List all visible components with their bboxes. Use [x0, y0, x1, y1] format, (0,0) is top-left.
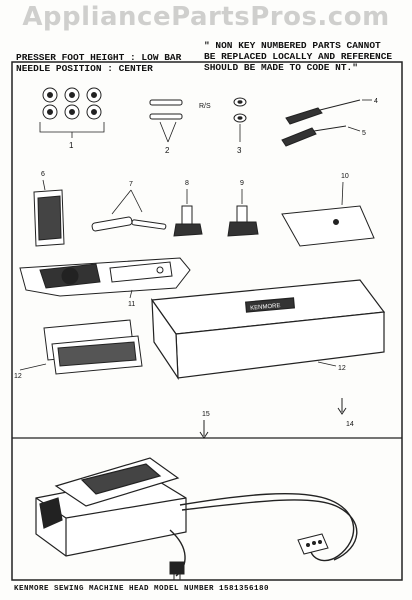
zipper-foot-illustration [173, 205, 203, 237]
presser-foot-illustration [227, 205, 259, 237]
leader-6 [42, 179, 46, 191]
callout-8: 8 [185, 180, 189, 187]
note-line-1: " NON KEY NUMBERED PARTS CANNOT [204, 40, 381, 51]
watermark: AppliancePartsPros.com [22, 2, 390, 32]
callout-4: 4 [374, 98, 378, 105]
bobbins-illustration [42, 87, 102, 120]
callout-10: 10 [341, 173, 349, 180]
power-cord-illustration [169, 492, 358, 577]
footer-model-line: KENMORE SEWING MACHINE HEAD MODEL NUMBER… [14, 585, 270, 593]
leader-11 [129, 289, 133, 299]
leader-7 [111, 189, 143, 215]
plug-illustration [169, 561, 185, 580]
leader-5 [347, 126, 361, 132]
callout-12a: 12 [14, 373, 22, 380]
callout-6: 6 [41, 171, 45, 178]
presser-foot-info: PRESSER FOOT HEIGHT : LOW BAR NEEDLE POS… [16, 52, 181, 74]
replacement-note: " NON KEY NUMBERED PARTS CANNOT BE REPLA… [204, 40, 392, 73]
cover-plate-illustration [281, 205, 375, 247]
leader-2 [159, 121, 177, 143]
spool-holders-illustration [233, 97, 247, 123]
callout-14: 14 [346, 421, 354, 428]
callout-9: 9 [240, 180, 244, 187]
callout-11: 11 [128, 301, 135, 308]
bracket-1 [39, 122, 105, 138]
diagram-border [11, 61, 403, 581]
callout-5: 5 [362, 130, 366, 137]
callout-7: 7 [129, 181, 133, 188]
leader-12a [19, 363, 47, 371]
buttonhole-attachment-illustration [19, 257, 191, 297]
needle-pack-illustration [33, 189, 65, 247]
spool-pins-illustration [149, 99, 183, 120]
foot-control-illustration [35, 457, 187, 557]
note-line-3: SHOULD BE MADE TO CODE NT." [204, 62, 358, 73]
presser-foot-height-line: PRESSER FOOT HEIGHT : LOW BAR [16, 52, 182, 63]
leader-12b [317, 361, 337, 367]
case-brand-label: KENMORE [250, 303, 281, 312]
brush-illustration [91, 216, 167, 232]
callout-3: 3 [237, 146, 242, 155]
screwdriver-large-illustration [285, 99, 361, 125]
callout-rs: R/S [199, 103, 211, 110]
callout-1: 1 [69, 141, 74, 150]
screwdriver-small-illustration [281, 125, 347, 147]
accessory-case-illustration [150, 279, 386, 381]
callout-12b: 12 [338, 365, 346, 372]
cam-set-illustration [43, 319, 143, 375]
note-line-2: BE REPLACED LOCALLY AND REFERENCE [204, 51, 393, 62]
leader-10 [341, 181, 344, 206]
machine-connector-illustration [297, 533, 329, 555]
callout-15: 15 [202, 411, 210, 418]
callout-2: 2 [165, 146, 170, 155]
needle-position-line: NEEDLE POSITION : CENTER [16, 63, 153, 74]
